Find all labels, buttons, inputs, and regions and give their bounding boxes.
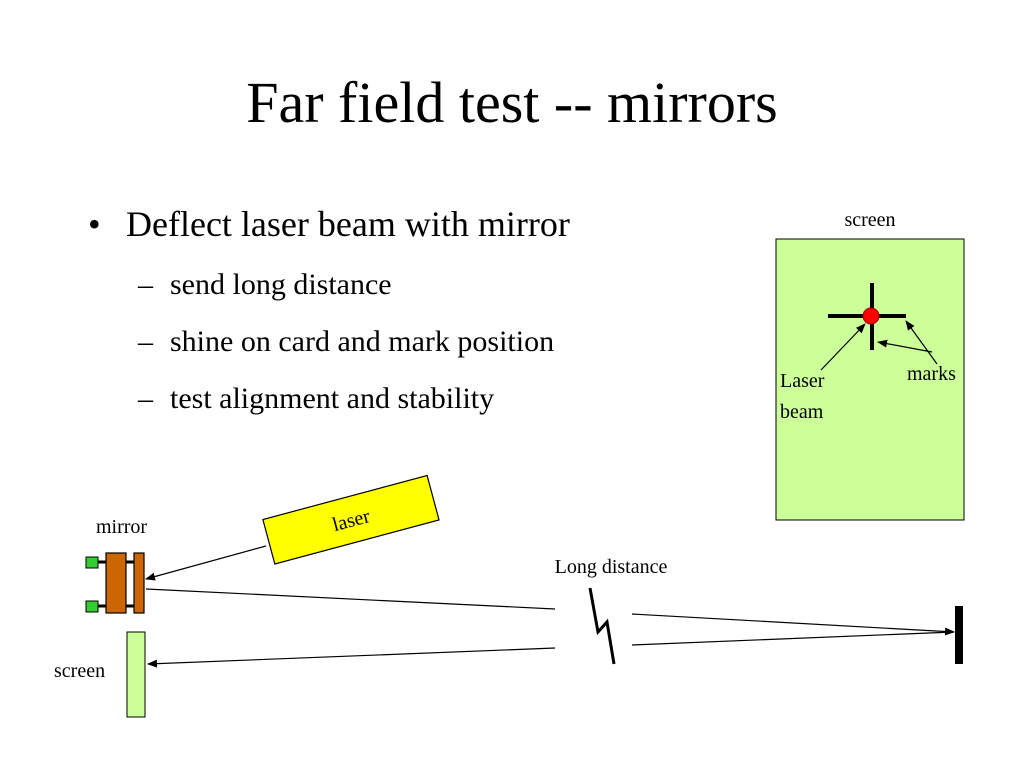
screen-top-label: screen xyxy=(844,209,895,231)
outgoing-beam-near xyxy=(145,588,556,610)
bullet-list: •Deflect laser beam with mirror –send lo… xyxy=(88,198,728,427)
screen-small xyxy=(126,631,146,718)
sub-bullet-item: –send long distance xyxy=(138,256,728,313)
laser-spot-icon xyxy=(862,307,880,325)
long-distance-label: Long distance xyxy=(555,556,668,578)
laser-beam-to-mirror-arrow xyxy=(145,545,267,581)
mirror-mount-knob-bottom xyxy=(85,600,99,613)
marks-pointer-arrow-horizontal xyxy=(905,320,938,365)
laser-body xyxy=(262,474,440,565)
sub-bullet-text: shine on card and mark position xyxy=(170,325,555,358)
outgoing-beam-far xyxy=(631,613,955,636)
laser-beam-label-line1: Laser xyxy=(780,370,825,392)
bullet-dot-icon: • xyxy=(88,204,101,244)
marks-pointer-arrow-vertical xyxy=(877,339,933,353)
sub-bullet-text: test alignment and stability xyxy=(170,382,495,415)
slide-title: Far field test -- mirrors xyxy=(246,70,778,135)
sub-bullet-list: –send long distance –shine on card and m… xyxy=(88,256,728,427)
return-beam-near xyxy=(147,647,556,668)
mirror-glass xyxy=(133,552,145,614)
sub-bullet-item: –shine on card and mark position xyxy=(138,313,728,370)
laser-box: laser xyxy=(262,474,440,565)
laser-beam-pointer-arrow xyxy=(820,323,866,371)
sub-bullet-text: send long distance xyxy=(170,268,392,301)
dash-icon: – xyxy=(138,325,153,358)
sub-bullet-item: –test alignment and stability xyxy=(138,370,728,427)
mirror-label: mirror xyxy=(96,516,147,538)
dash-icon: – xyxy=(138,382,153,415)
screen-bottom-label: screen xyxy=(54,660,105,682)
marks-label: marks xyxy=(907,363,956,385)
dash-icon: – xyxy=(138,268,153,301)
mirror-mount-knob-top xyxy=(85,556,99,569)
bullet-item: •Deflect laser beam with mirror –send lo… xyxy=(88,198,728,427)
mirror-mount-plate xyxy=(105,552,127,614)
distance-break-icon xyxy=(588,587,616,665)
laser-beam-label-line2: beam xyxy=(780,401,824,423)
bullet-text: Deflect laser beam with mirror xyxy=(126,204,570,244)
return-beam-far xyxy=(631,631,955,646)
